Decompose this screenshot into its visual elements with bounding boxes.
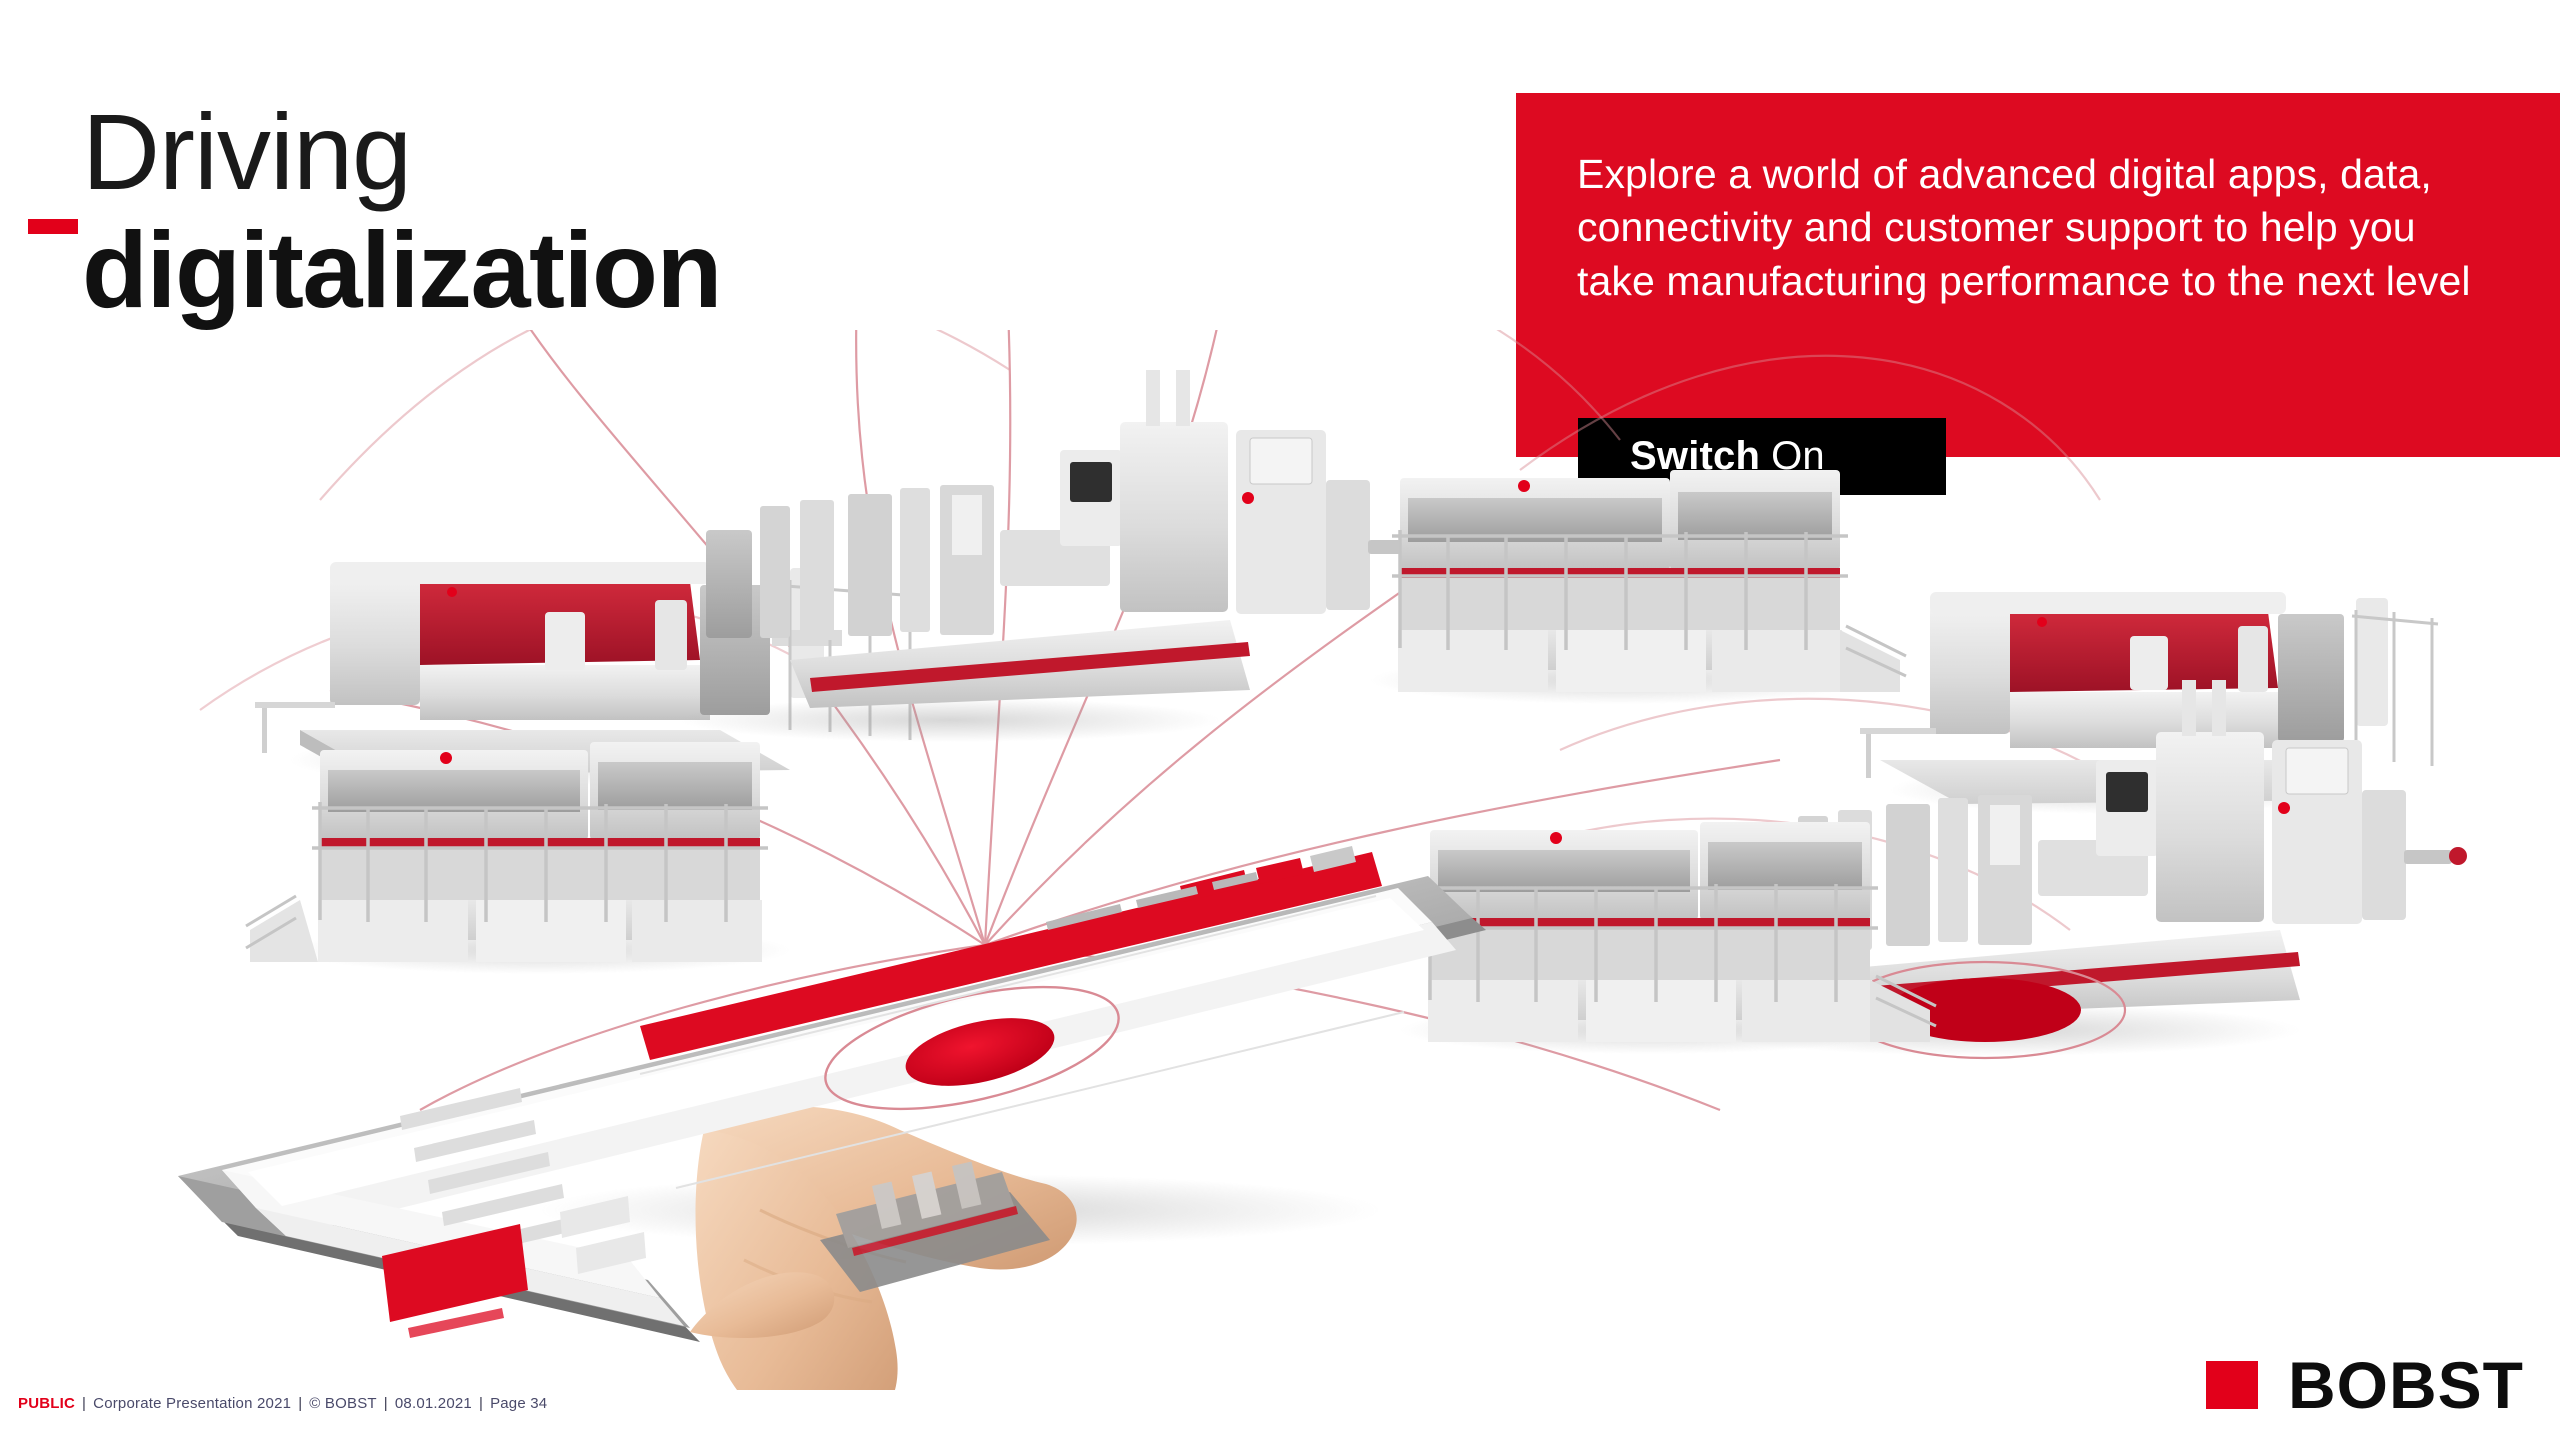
- footer-deck: Corporate Presentation 2021: [93, 1395, 292, 1412]
- footer-classification: PUBLIC: [18, 1395, 76, 1412]
- machine-center-top: [680, 370, 1431, 742]
- title-line-1: Driving: [82, 91, 412, 212]
- footer-separator-1: |: [82, 1395, 87, 1412]
- footer-copyright: © BOBST: [309, 1395, 377, 1412]
- machine-right-top: [1370, 470, 1907, 704]
- hand: [695, 1106, 1077, 1390]
- machine-far-right-top: [1860, 592, 2439, 814]
- bobst-logo-wordmark: BOBST: [2288, 1348, 2524, 1422]
- switch-on-badge[interactable]: Switch On: [1578, 418, 1946, 495]
- screen-machine-thumbnail: [820, 1161, 1050, 1292]
- dashboard-plate: [248, 898, 1424, 1206]
- footer-page: Page 34: [490, 1395, 548, 1412]
- footer-separator-4: |: [478, 1395, 484, 1412]
- hand-holding-tablet: [178, 846, 1486, 1390]
- dashboard-header-bar: [640, 852, 1382, 1060]
- tablet-screen: [222, 846, 1456, 1338]
- callout-panel: Explore a world of advanced digital apps…: [1516, 93, 2560, 457]
- digitalization-artwork: [178, 330, 2467, 1390]
- machine-left-mid: [245, 742, 790, 974]
- machine-center-bottom: [1400, 822, 1937, 1054]
- screen-logo-block: [382, 1224, 528, 1322]
- footer: PUBLIC | Corporate Presentation 2021 | © BOB…: [18, 1395, 547, 1412]
- title-accent-dash: [28, 219, 78, 234]
- machine-right-mid: [1700, 680, 2467, 1060]
- machine-left-top: [255, 562, 917, 790]
- bobst-logo: BOBST: [2206, 1352, 2524, 1418]
- footer-separator-2: |: [298, 1395, 303, 1412]
- footer-date: 08.01.2021: [394, 1395, 472, 1412]
- switch-on-badge-light: On: [1771, 434, 1825, 478]
- bobst-logo-mark-icon: [2206, 1361, 2258, 1409]
- tablet-bezel: [178, 1176, 690, 1328]
- footer-separator-3: |: [383, 1395, 388, 1412]
- title-line-2: digitalization: [82, 209, 722, 330]
- switch-on-badge-strong: Switch: [1630, 434, 1761, 478]
- machine-hotspot-right-mid: [1889, 978, 2081, 1042]
- dashboard-hotspot-ring: [824, 985, 1120, 1111]
- tablet-frame: [192, 890, 1486, 1236]
- callout-body-text: Explore a world of advanced digital apps…: [1577, 151, 2471, 304]
- dashboard-hotspot: [905, 1018, 1055, 1086]
